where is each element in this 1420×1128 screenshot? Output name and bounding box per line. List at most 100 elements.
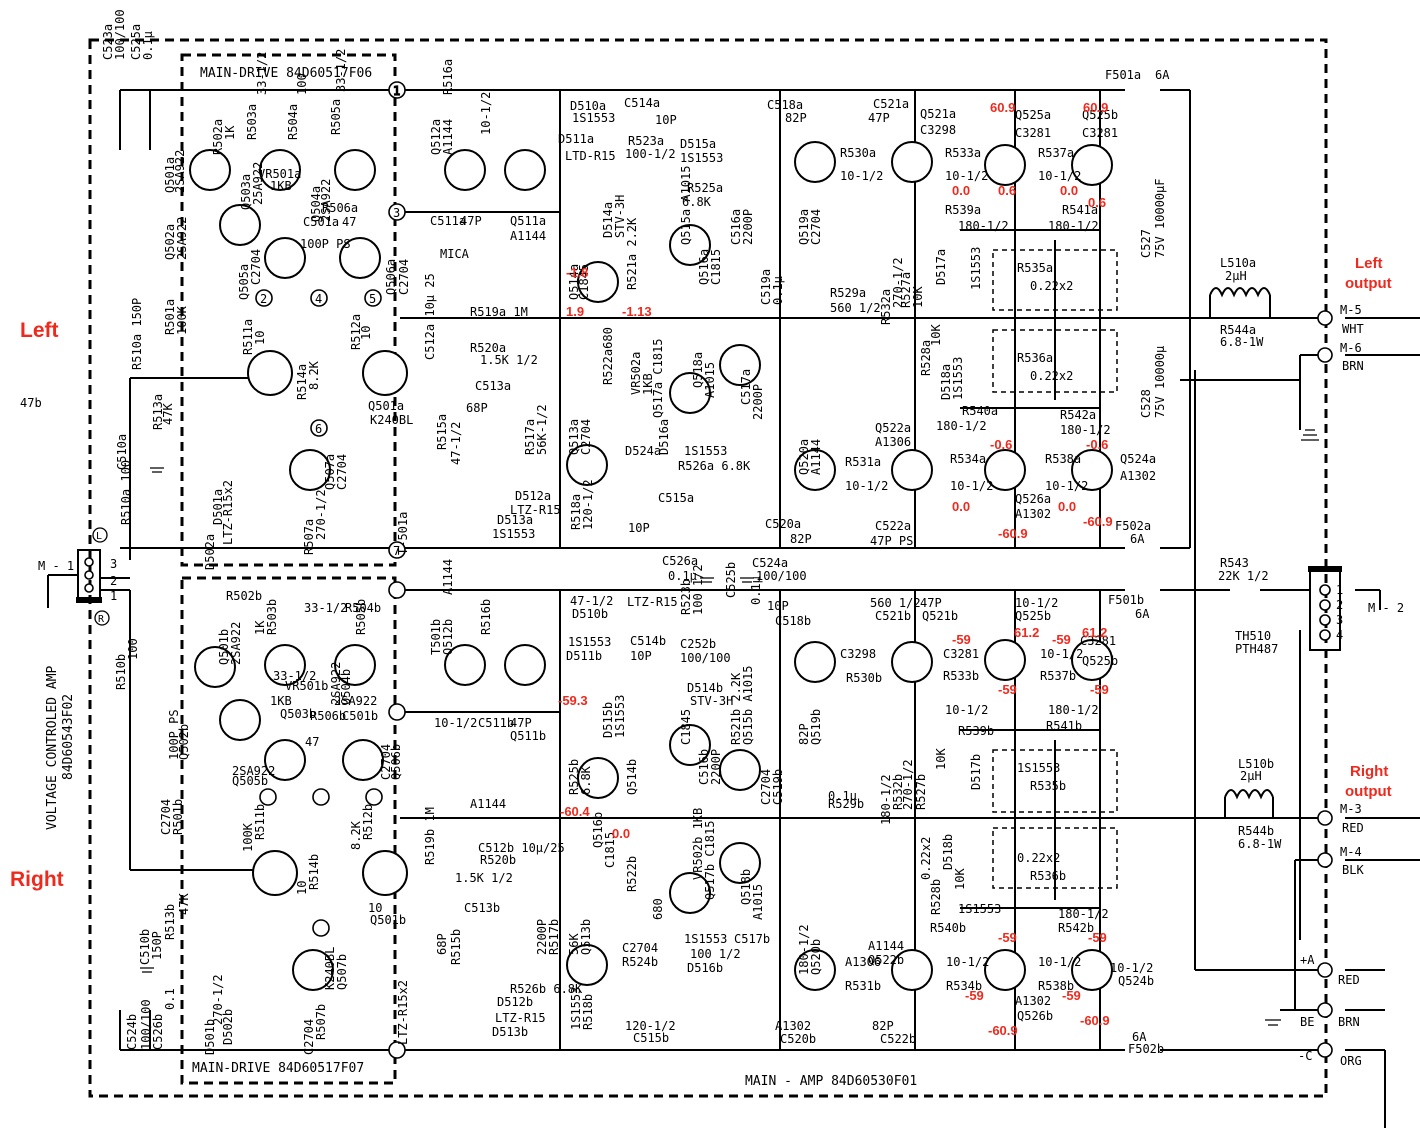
component-label: 1S1553 bbox=[684, 932, 727, 946]
component-label: 33-1/2 bbox=[304, 601, 347, 615]
m1-pin-3: 3 bbox=[110, 557, 117, 571]
component-label: Q511a bbox=[510, 214, 546, 228]
supply-c-wire: ORG bbox=[1340, 1054, 1362, 1068]
component-label: 0.1μ bbox=[141, 31, 155, 60]
component-label: R511b bbox=[253, 804, 267, 840]
m1-label: M - 1 bbox=[38, 559, 74, 573]
component-label: F502a bbox=[1115, 519, 1151, 533]
component-label: Q514b bbox=[625, 759, 639, 795]
component-label: 680 bbox=[651, 898, 665, 920]
component-label: R503a bbox=[245, 104, 259, 140]
component-label: 47P bbox=[510, 716, 532, 730]
component-label: C3298 bbox=[920, 123, 956, 137]
component-label: MICA bbox=[440, 247, 470, 261]
component-label: Q519b bbox=[809, 709, 823, 745]
ground-symbols bbox=[140, 429, 1319, 1026]
component-label: C525a bbox=[129, 24, 143, 60]
component-label: D502b bbox=[221, 1009, 235, 1045]
voltage-reading: -59.3 bbox=[558, 693, 588, 708]
voltage-reading: -60.4 bbox=[560, 804, 590, 819]
component-label: Q517a C1815 bbox=[651, 339, 665, 418]
component-label: 270-1/2 bbox=[901, 759, 915, 810]
component-label: 10P bbox=[655, 113, 677, 127]
component-label: 1S1553 bbox=[958, 902, 1001, 916]
component-label: C512a 10μ 25 bbox=[423, 273, 437, 360]
component-label: C1815 bbox=[603, 832, 617, 868]
voltage-reading: 60.9 bbox=[990, 100, 1015, 115]
voltage-reading: -59 bbox=[952, 632, 971, 647]
component-label: D514b bbox=[687, 681, 723, 695]
component-label: 100P PS bbox=[300, 237, 351, 251]
component-label: D518b bbox=[941, 834, 955, 870]
component-label: Q520b bbox=[809, 939, 823, 975]
component-label: TH510 bbox=[1235, 629, 1271, 643]
component-label: 1S1553 bbox=[568, 635, 611, 649]
voltage-reading: -59 bbox=[1062, 988, 1081, 1003]
component-label: 100/100 bbox=[113, 9, 127, 60]
component-label: Q512a bbox=[429, 119, 443, 155]
component-label: 2SA922 bbox=[334, 694, 377, 708]
component-label: D518a bbox=[939, 364, 953, 400]
component-label: 1K bbox=[253, 620, 267, 635]
component-label: 10-1/2 bbox=[479, 92, 493, 135]
component-label: Q520a bbox=[797, 439, 811, 475]
out-m3-id: M-3 bbox=[1340, 802, 1362, 816]
component-label: LTZ-R15x2 bbox=[221, 480, 235, 545]
component-label: 82P bbox=[785, 111, 807, 125]
component-label: R531a bbox=[845, 455, 881, 469]
component-label: R510b bbox=[114, 654, 128, 690]
component-label: 68P bbox=[435, 933, 449, 955]
component-label: 2200P bbox=[751, 384, 765, 420]
component-label: 2SA922 bbox=[319, 179, 333, 222]
component-label: R516b bbox=[479, 599, 493, 635]
component-label: 0.22x2 bbox=[1017, 851, 1060, 865]
component-label: Q526b bbox=[1017, 1009, 1053, 1023]
component-label: 1S1553 bbox=[680, 151, 723, 165]
component-label: C521b bbox=[875, 609, 911, 623]
component-label: 270-1/2 bbox=[211, 974, 225, 1025]
component-label: Q518b bbox=[739, 869, 753, 905]
component-label: D517b bbox=[969, 754, 983, 790]
component-label: 2SA922 bbox=[329, 662, 343, 705]
voltage-reading: -60.9 bbox=[1080, 1013, 1110, 1028]
voltage-reading: -59 bbox=[965, 988, 984, 1003]
component-label: Q524a bbox=[1120, 452, 1156, 466]
component-label: Q501a bbox=[163, 157, 177, 193]
main-drive-top-title: MAIN-DRIVE 84D60517F06 bbox=[200, 66, 372, 81]
component-label: R502b bbox=[226, 589, 262, 603]
component-label: C2704 bbox=[759, 769, 773, 805]
component-label: C2704 bbox=[809, 209, 823, 245]
component-label: C522a bbox=[875, 519, 911, 533]
component-label: D512b bbox=[497, 995, 533, 1009]
component-label: 10P bbox=[767, 599, 789, 613]
component-label: C512b 10μ/25 bbox=[478, 841, 565, 855]
component-label: 0.22x2 bbox=[1030, 369, 1073, 383]
voltage-reading: -60.9 bbox=[1083, 514, 1113, 529]
out-m4-wire: BLK bbox=[1342, 863, 1364, 877]
component-label: 180-1/2 bbox=[1048, 219, 1099, 233]
component-label: 180-1/2 bbox=[879, 774, 893, 825]
component-label: VR501a bbox=[258, 167, 301, 181]
component-label: R515b bbox=[449, 929, 463, 965]
component-label: Q519a bbox=[797, 209, 811, 245]
component-label: 270-1/2 bbox=[314, 489, 328, 540]
component-label: 82P bbox=[790, 532, 812, 546]
component-label: D524a bbox=[625, 444, 661, 458]
component-label: R507b bbox=[314, 1004, 328, 1040]
component-label: R520b bbox=[480, 853, 516, 867]
component-label: R534a bbox=[950, 452, 986, 466]
component-label: 10-1/2 bbox=[840, 169, 883, 183]
component-label: 10-1/2 bbox=[434, 716, 477, 730]
component-label: 1S1553 bbox=[613, 695, 627, 738]
component-label: D502a bbox=[203, 534, 217, 570]
component-label: Q526a bbox=[1015, 492, 1051, 506]
component-label: C2704 bbox=[159, 799, 173, 835]
component-label: R518b bbox=[581, 994, 595, 1030]
component-label: 10 bbox=[368, 901, 382, 915]
component-label: Q501b bbox=[217, 629, 231, 665]
component-label: R512b bbox=[361, 804, 375, 840]
component-label: C514b bbox=[630, 634, 666, 648]
component-label: 560 1/2 bbox=[870, 596, 921, 610]
